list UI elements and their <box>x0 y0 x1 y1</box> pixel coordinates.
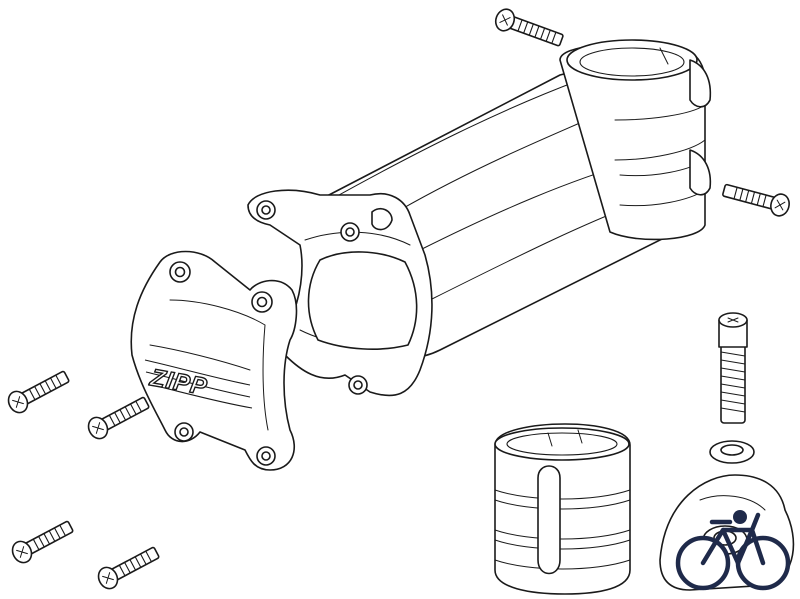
bicycle-icon <box>675 510 791 591</box>
bolt-icon <box>87 396 150 440</box>
top-cap-bolt-icon <box>718 312 748 424</box>
stem-body <box>247 39 712 397</box>
compression-plug-icon <box>494 423 631 595</box>
washer-icon <box>709 440 755 464</box>
bolt-icon <box>494 8 564 47</box>
bolt-icon <box>722 183 790 217</box>
bolt-icon <box>7 370 70 414</box>
faceplate: ZIPP <box>130 250 298 471</box>
bolt-icon <box>11 520 74 564</box>
bolt-icon <box>97 546 160 590</box>
